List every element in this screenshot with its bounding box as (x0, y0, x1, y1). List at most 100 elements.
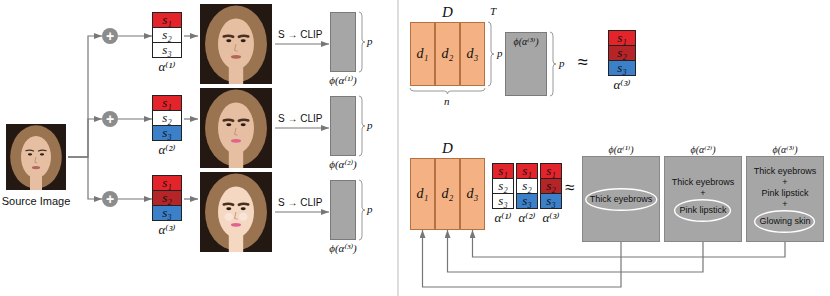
eye (40, 153, 44, 155)
attribute-text: Thick eyebrows (672, 177, 735, 188)
embedding-label: ϕ(α⁽¹⁾) (582, 143, 660, 156)
vector-entry: s₂ (608, 45, 636, 61)
attribute-text: Pink lipstick (679, 205, 726, 216)
eye (226, 123, 231, 126)
coefficient-vector: s₁s₂s₃α⁽¹⁾ (152, 12, 182, 74)
dimension-label: n (444, 95, 450, 108)
coefficient-vector: s₁s₂s₃α⁽³⁾ (608, 30, 636, 92)
arrow (275, 127, 329, 128)
hair-fringe (214, 96, 257, 122)
embedding-box: ϕ(α⁽³⁾)Thick eyebrows+Pink lipstick+Glow… (746, 143, 824, 242)
lips (231, 223, 241, 227)
brace (488, 22, 494, 86)
arrow (275, 211, 329, 212)
eyebrow (239, 120, 248, 121)
vector-entry: s₃ (152, 42, 182, 58)
vector-entry: s₂ (152, 27, 182, 43)
embedding-label: ϕ(α⁽²⁾) (316, 158, 370, 171)
face-photo (200, 172, 272, 252)
embedding-bar (330, 12, 356, 72)
vector-entry: s₂ (540, 178, 562, 194)
embedding-bar (330, 180, 356, 240)
eye (28, 153, 32, 155)
dimension-label: p (497, 47, 503, 60)
ellipse-outline (585, 188, 656, 210)
atom-label: d₂ (442, 186, 454, 202)
eye (226, 39, 231, 42)
dictionary-atom: d₁ (410, 158, 435, 230)
eye (241, 207, 246, 210)
eyebrow (224, 120, 233, 121)
embedding-body: Thick eyebrows (582, 156, 660, 242)
clip-embedding: ϕ(α⁽²⁾) (316, 96, 370, 171)
attribute-text: Glowing skin (759, 216, 810, 227)
hair-fringe (18, 131, 54, 152)
embedding-bar (330, 96, 356, 156)
connector (118, 35, 152, 36)
embedding-label: ϕ(α⁽²⁾) (664, 143, 742, 156)
plus-sign: + (106, 192, 114, 206)
eyebrow (239, 204, 248, 205)
coefficient-vector: s₁s₂s₃α⁽³⁾ (152, 175, 182, 237)
vector-entry: s₃ (608, 60, 636, 76)
approx-sign: ≈ (578, 52, 588, 73)
brace (359, 12, 365, 72)
embedding-label: ϕ(α⁽³⁾) (316, 242, 370, 255)
vector-entry: s₃ (516, 193, 538, 209)
dimension-label: p (367, 119, 373, 132)
connector (68, 157, 102, 199)
nose (235, 212, 238, 219)
plus-sign: + (106, 29, 114, 43)
vector-entry: s₁ (152, 12, 182, 28)
coefficient-vector: s₁s₂s₃α⁽¹⁾ (492, 163, 514, 225)
lips (231, 139, 241, 143)
attribute-text: + (700, 188, 705, 199)
eye (241, 123, 246, 126)
connector (118, 118, 152, 119)
dimension-label: p (367, 35, 373, 48)
dictionary-atom: d₂ (435, 22, 460, 86)
matrix-label: D (410, 4, 485, 20)
embedding-box: ϕ(α⁽²⁾) Thick eyebrows+ Pink lipstick (664, 143, 742, 242)
eyebrow (224, 204, 233, 205)
eyebrow (224, 36, 233, 37)
dictionary-atom: d₂ (435, 158, 460, 230)
skin-glow (224, 213, 233, 221)
vector-entry: s₃ (152, 125, 182, 141)
vector-label: α⁽¹⁾ (492, 210, 514, 225)
vector-label: α⁽¹⁾ (152, 59, 182, 74)
atom-label: d₁ (417, 186, 429, 202)
ellipse-outline (675, 199, 731, 221)
vector-entry: s₁ (152, 175, 182, 191)
connector (118, 198, 152, 199)
eye (241, 39, 246, 42)
coefficient-vector: s₁s₂s₃α⁽²⁾ (152, 95, 182, 157)
add-operator: + (102, 111, 118, 127)
transpose-mark: T (490, 5, 496, 18)
coefficient-vector: s₁s₂s₃α⁽²⁾ (516, 163, 538, 225)
add-operator: + (102, 28, 118, 44)
vector-entry: s₂ (152, 110, 182, 126)
attribute-text: Thick eyebrows (590, 194, 653, 205)
approx-sign: ≈ (565, 178, 574, 198)
vector-entry: s₂ (152, 190, 182, 206)
coefficient-vector: s₁s₂s₃α⁽³⁾ (540, 163, 562, 225)
dictionary-atom: d₃ (460, 22, 485, 86)
eye (226, 207, 231, 210)
attribute-ellipse: Pink lipstick (674, 199, 731, 222)
face-skin (21, 136, 51, 178)
vector-entry: s₁ (608, 30, 636, 46)
attribute-ellipse: Glowing skin (754, 210, 815, 233)
attribute-ellipse: Thick eyebrows (585, 188, 658, 211)
arrow (184, 35, 198, 36)
photo-background (200, 4, 272, 84)
eyebrow (26, 150, 34, 152)
vector-label: α⁽³⁾ (152, 222, 182, 237)
vector-entry: s₃ (540, 193, 562, 209)
separator (398, 0, 399, 296)
attribute-text: Pink lipstick (761, 188, 808, 199)
photo-background (6, 124, 66, 190)
arrow (184, 118, 198, 119)
lips (231, 55, 241, 59)
add-operator: + (102, 191, 118, 207)
